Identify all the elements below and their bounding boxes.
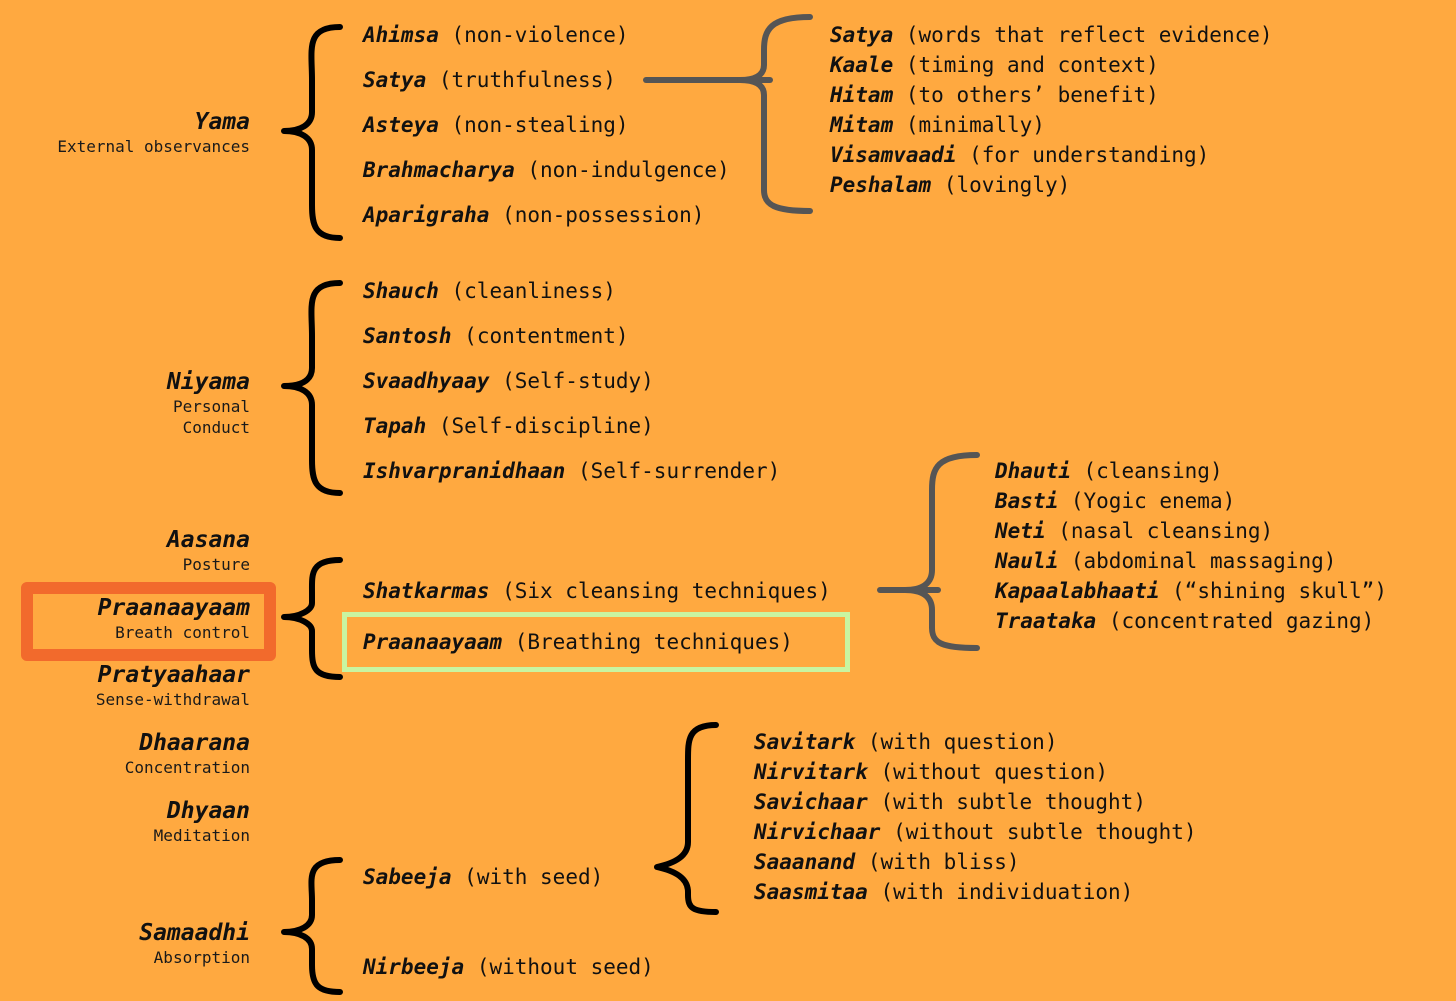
shatkarma-item-kapaalabhaati: Kapaalabhaati (“shining skull”) — [995, 579, 1387, 603]
limb-yama: Yama External observances — [57, 109, 250, 157]
shatkarma-item-nauli: Nauli (abdominal massaging) — [995, 549, 1337, 573]
shatkarma-brace — [902, 452, 980, 651]
yama-item-asteya: Asteya (non-stealing) — [363, 113, 629, 137]
satya-item-hitam: Hitam (to others’ benefit) — [830, 83, 1159, 107]
niyama-item-tapah: Tapah (Self-discipline) — [363, 414, 654, 438]
limb-praanaayaam: Praanaayaam Breath control — [98, 595, 250, 643]
limb-subtitle: Concentration — [124, 758, 250, 777]
limb-subtitle: Meditation — [153, 826, 250, 845]
yama-brace — [281, 24, 343, 241]
limb-subtitle: Absorption — [153, 948, 250, 967]
niyama-item-svaadhyaay: Svaadhyaay (Self-study) — [363, 369, 654, 393]
shatkarma-item-neti: Neti (nasal cleansing) — [995, 519, 1274, 543]
praanaayaam-item-shatkarmas: Shatkarmas (Six cleansing techniques) — [363, 579, 831, 603]
sabeeja-item-saasmitaa: Saasmitaa (with individuation) — [754, 880, 1134, 904]
limb-subtitle: Personal Conduct — [172, 397, 250, 437]
sabeeja-item-nirvichaar: Nirvichaar (without subtle thought) — [754, 820, 1197, 844]
limb-subtitle: Posture — [182, 555, 250, 574]
satya-item-mitam: Mitam (minimally) — [830, 113, 1045, 137]
limb-name: Pratyaahaar — [97, 662, 250, 688]
shatkarma-item-basti: Basti (Yogic enema) — [995, 489, 1236, 513]
limb-name: Samaadhi — [139, 920, 250, 946]
shatkarma-item-traataka: Traataka (concentrated gazing) — [995, 609, 1375, 633]
limb-samaadhi: Samaadhi Absorption — [139, 920, 250, 968]
limb-name: Aasana — [166, 527, 250, 553]
satya-brace — [737, 14, 813, 214]
niyama-item-shauch: Shauch (cleanliness) — [363, 279, 616, 303]
technique-highlight-box — [342, 612, 850, 672]
shatkarma-item-dhauti: Dhauti (cleansing) — [995, 459, 1223, 483]
sabeeja-item-savitark: Savitark (with question) — [754, 730, 1058, 754]
praanaayaam-brace — [281, 557, 343, 680]
sabeeja-item-nirvitark: Nirvitark (without question) — [754, 760, 1109, 784]
limb-pratyaahaar: Pratyaahaar Sense-withdrawal — [96, 662, 250, 710]
limb-highlight-box — [21, 582, 276, 661]
satya-item-kaale: Kaale (timing and context) — [830, 53, 1159, 77]
niyama-item-santosh: Santosh (contentment) — [363, 324, 629, 348]
praanaayaam-item-breathing: Praanaayaam (Breathing techniques) — [363, 630, 793, 654]
limb-name: Praanaayaam — [97, 595, 250, 621]
limb-name: Dhyaan — [166, 798, 250, 824]
yama-item-ahimsa: Ahimsa (non-violence) — [363, 23, 629, 47]
limb-dhyaan: Dhyaan Meditation — [154, 798, 250, 846]
yama-item-brahmacharya: Brahmacharya (non-indulgence) — [363, 158, 730, 182]
sabeeja-item-saaanand: Saaanand (with bliss) — [754, 850, 1020, 874]
limb-subtitle: External observances — [57, 137, 250, 156]
satya-item-peshalam: Peshalam (lovingly) — [830, 173, 1071, 197]
satya-item-satya: Satya (words that reflect evidence) — [830, 23, 1273, 47]
limb-name: Yama — [194, 109, 250, 135]
sabeeja-brace — [654, 722, 719, 915]
limb-dhaarana: Dhaarana Concentration — [125, 730, 250, 778]
yama-item-satya: Satya (truthfulness) — [363, 68, 616, 92]
limb-name: Dhaarana — [139, 730, 250, 756]
satya-item-visamvaadi: Visamvaadi (for understanding) — [830, 143, 1210, 167]
limb-subtitle: Breath control — [115, 623, 250, 642]
samaadhi-brace — [281, 857, 343, 995]
limb-aasana: Aasana Posture — [167, 527, 250, 575]
niyama-item-ishvarpranidhaan: Ishvarpranidhaan (Self-surrender) — [363, 459, 781, 483]
limb-name: Niyama — [166, 369, 250, 395]
sabeeja-item-savichaar: Savichaar (with subtle thought) — [754, 790, 1146, 814]
samaadhi-item-nirbeeja: Nirbeeja (without seed) — [363, 955, 654, 979]
limb-subtitle: Sense-withdrawal — [95, 690, 250, 709]
yama-item-aparigraha: Aparigraha (non-possession) — [363, 203, 705, 227]
samaadhi-item-sabeeja: Sabeeja (with seed) — [363, 865, 604, 889]
niyama-brace — [281, 280, 343, 496]
limb-niyama: Niyama Personal Conduct — [167, 369, 250, 438]
